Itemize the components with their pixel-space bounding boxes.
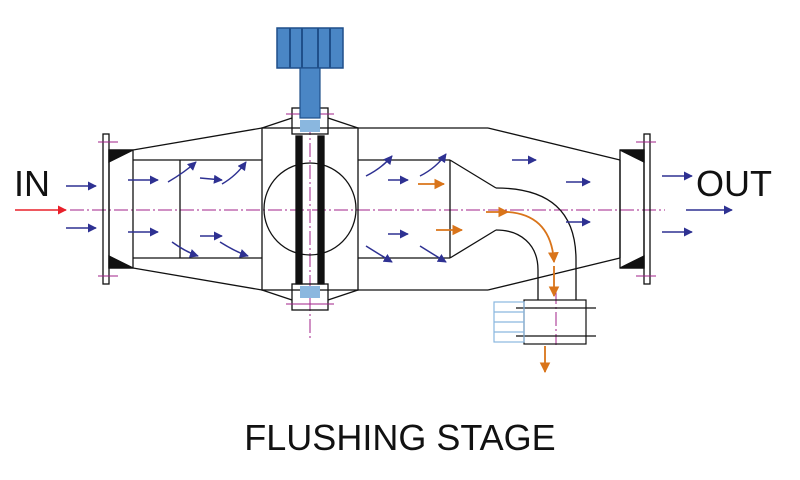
flow-arrow <box>419 245 447 263</box>
housing <box>98 107 656 311</box>
inlet-flange <box>102 133 110 285</box>
flow-arrow <box>171 241 199 258</box>
inner-cone <box>449 159 497 259</box>
inlet-flow-arrows <box>15 181 97 233</box>
flush-arrow <box>507 211 559 264</box>
outlet-flow-arrows <box>662 171 733 237</box>
flow-arrow <box>365 155 393 177</box>
flow-arrow <box>221 161 247 185</box>
valve-flange-bottom <box>291 283 329 311</box>
inlet-label: IN <box>14 163 50 204</box>
flush-elbow-pipe <box>495 187 577 300</box>
motor-actuator-icon <box>276 27 344 298</box>
outlet-cone <box>487 127 621 291</box>
flow-arrow <box>167 161 197 183</box>
centerlines <box>70 55 665 345</box>
drain-valve-icon <box>493 299 596 345</box>
flow-arrow <box>199 174 223 184</box>
internal-flow-arrows <box>128 153 591 263</box>
screen-tube-left <box>133 159 262 259</box>
flow-arrow <box>365 245 393 263</box>
diagram-caption: FLUSHING STAGE <box>244 417 556 458</box>
outlet-label: OUT <box>696 163 772 204</box>
flow-arrow <box>419 153 447 177</box>
body-cylinder <box>358 127 488 291</box>
flow-arrow <box>219 241 249 258</box>
outlet-flange <box>619 149 645 269</box>
ball-element <box>263 162 357 256</box>
flushing-flow-arrows <box>418 178 560 374</box>
inlet-cone <box>132 127 263 291</box>
